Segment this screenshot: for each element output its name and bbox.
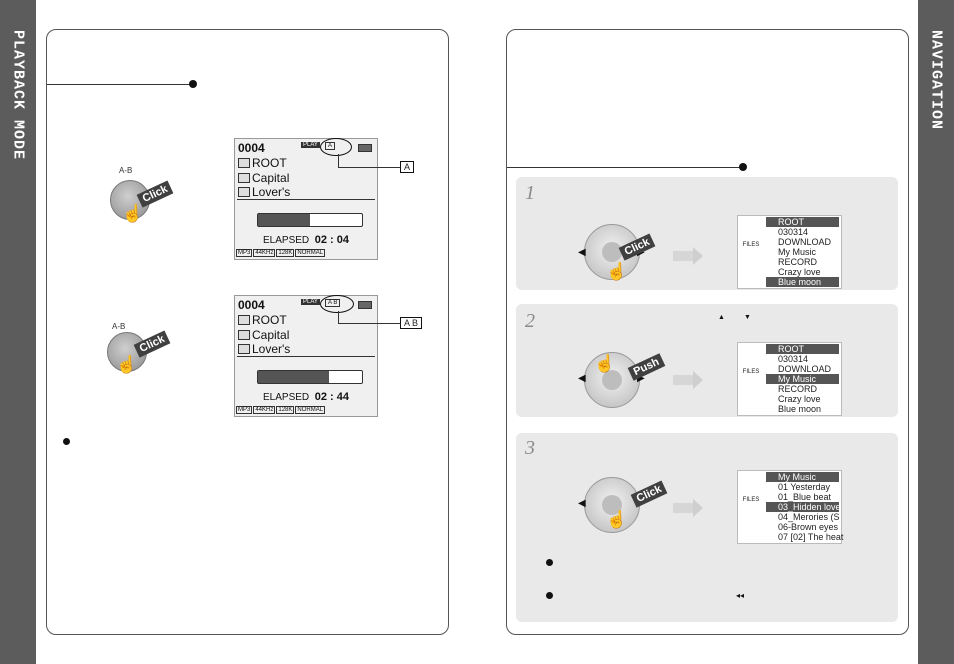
file-list-item[interactable]: 01 Yesterday: [778, 482, 831, 492]
file-list-item[interactable]: DOWNLOAD: [778, 237, 832, 247]
files-label: FILES: [742, 369, 760, 375]
file-list-item[interactable]: 030314: [778, 227, 809, 237]
file-list-item[interactable]: RECORD: [778, 384, 818, 394]
file-list-item[interactable]: 07 [02] The heat: [778, 532, 844, 542]
dpad-step-2[interactable]: [584, 352, 640, 408]
right-tab-label: NAVIGATION: [927, 30, 945, 131]
files-label: FILES: [742, 242, 760, 248]
rule-dot: [189, 80, 197, 88]
file-list-item[interactable]: DOWNLOAD: [778, 364, 832, 374]
file-list-item[interactable]: 030314: [778, 354, 809, 364]
right-side-tab: NAVIGATION: [918, 0, 954, 664]
prev-icon-3: ◀: [578, 498, 586, 509]
dpad-step-3[interactable]: [584, 477, 640, 533]
files-label: FILES: [742, 497, 760, 503]
prev-icon: ◀: [578, 247, 586, 258]
hand-icon-step-1: ☝: [606, 262, 628, 281]
note-bullet: [63, 438, 70, 445]
next-icon-2: ▶: [637, 373, 645, 384]
callout-leader-v: [338, 154, 339, 168]
file-list-item[interactable]: Crazy love: [778, 267, 821, 277]
artist-row: Capital: [238, 171, 289, 185]
folder-row: ROOT: [238, 313, 287, 327]
callout-leader-v2: [338, 311, 339, 324]
left-tab-label: PLAYBACK MODE: [9, 30, 27, 161]
lcd-screen-bottom: 0004 PLAY A B ROOT Capital Lover's ELAPS…: [234, 295, 378, 417]
note-bullet-1: [546, 559, 553, 566]
up-arrow-icon: ▲: [718, 314, 725, 321]
step-2-number: 2: [525, 310, 535, 332]
battery-icon: [358, 144, 372, 152]
elapsed-row: ELAPSED 02 : 44: [263, 391, 349, 403]
progress-fill: [258, 371, 329, 383]
file-list-item[interactable]: Crazy love: [778, 394, 821, 404]
file-list-item[interactable]: 06-Brown eyes: [778, 522, 839, 532]
file-list-item[interactable]: Blue moon: [778, 404, 822, 414]
note-bullet-2: [546, 592, 553, 599]
file-list-item[interactable]: My Music: [766, 472, 839, 482]
repeat-callout-bottom: A B: [400, 317, 423, 329]
arrow-right-icon: [693, 247, 703, 265]
track-number: 0004: [238, 141, 265, 155]
left-side-tab: PLAYBACK MODE: [0, 0, 36, 664]
hand-icon: ☝: [122, 204, 144, 223]
arrow-right-icon-2: [693, 371, 703, 389]
progress-bar: [257, 213, 363, 227]
section-rule: [47, 84, 193, 85]
step-1-number: 1: [525, 182, 535, 204]
battery-icon: [358, 301, 372, 309]
file-list-item[interactable]: 03_Hidden love: [766, 502, 841, 512]
step-3-number: 3: [525, 437, 535, 459]
file-list-item[interactable]: ROOT: [766, 217, 839, 227]
rule-dot-right: [739, 163, 747, 171]
prev-track-icon: ◂◂: [736, 591, 745, 600]
file-list-item[interactable]: 04_Merories (S: [778, 512, 840, 522]
hand-icon-step-2: ☝: [594, 354, 616, 373]
file-list-item[interactable]: My Music: [766, 374, 839, 384]
highlight-ellipse-2: [320, 295, 354, 313]
section-rule-right: [507, 167, 743, 168]
hand-icon-step-3: ☝: [606, 510, 628, 529]
folder-row: ROOT: [238, 156, 287, 170]
track-number: 0004: [238, 298, 265, 312]
callout-leader-h2: [338, 323, 400, 324]
highlight-ellipse: [320, 138, 352, 156]
progress-bar: [257, 370, 363, 384]
hand-icon-2: ☝: [116, 355, 138, 374]
ab-button-label: A-B: [119, 166, 133, 175]
callout-leader-h: [338, 167, 400, 168]
artist-row: Capital: [238, 328, 289, 342]
arrow-body-2: [673, 375, 693, 385]
lcd-screen-top: 0004 PLAY A ROOT Capital Lover's ELAPSED…: [234, 138, 378, 260]
lcd-divider: [237, 199, 375, 200]
file-list-item[interactable]: My Music: [778, 247, 816, 257]
progress-fill: [258, 214, 310, 226]
title-row: Lover's: [238, 185, 290, 199]
ab-button-label-2: A-B: [112, 322, 126, 331]
elapsed-row: ELAPSED 02 : 04: [263, 234, 349, 246]
prev-icon-2: ◀: [578, 373, 586, 384]
play-indicator: PLAY: [301, 299, 320, 305]
file-list-item[interactable]: 01_Blue beat: [778, 492, 832, 502]
lcd-divider: [237, 356, 375, 357]
file-list-item[interactable]: Blue moon: [766, 277, 839, 287]
arrow-body-1: [673, 251, 693, 261]
arrow-body-3: [673, 503, 693, 513]
repeat-callout-top: A: [400, 161, 415, 173]
file-list-item[interactable]: ROOT: [766, 344, 839, 354]
title-row: Lover's: [238, 342, 290, 356]
file-list-item[interactable]: RECORD: [778, 257, 818, 267]
arrow-right-icon-3: [693, 499, 703, 517]
down-arrow-icon: ▼: [744, 314, 751, 321]
play-indicator: PLAY: [301, 142, 320, 148]
